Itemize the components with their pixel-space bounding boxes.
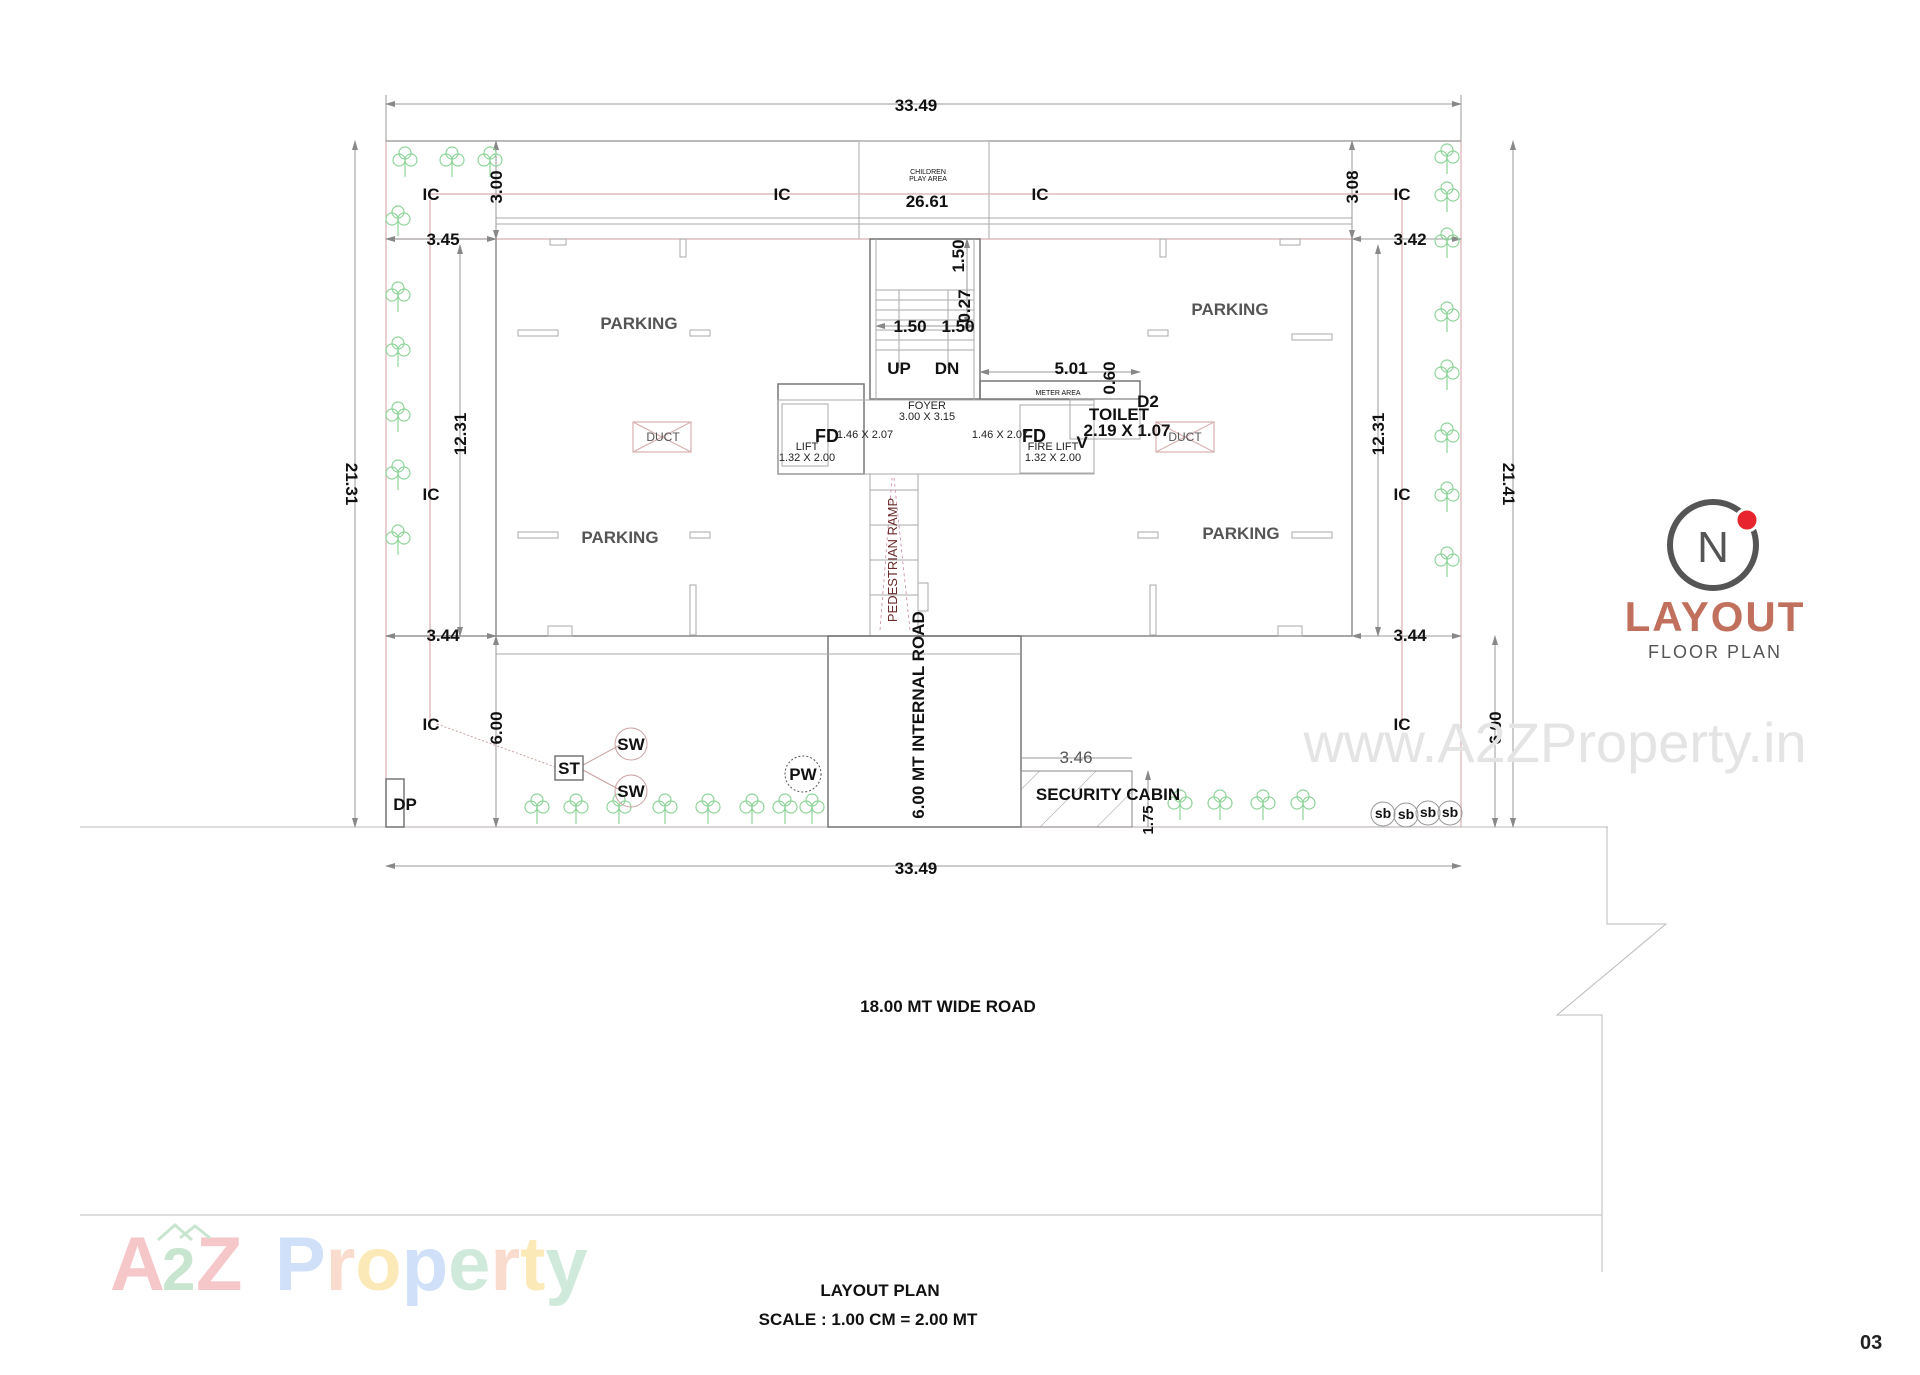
lift-size: 1.32 X 2.00 bbox=[779, 452, 835, 464]
foyer-size: 3.00 X 3.15 bbox=[899, 411, 955, 423]
logo-property: Property bbox=[275, 1222, 588, 1307]
parking-bottom-left: PARKING bbox=[581, 528, 658, 547]
dim-top-right-setback: 3.08 bbox=[1343, 170, 1362, 203]
plan-scale: SCALE : 1.00 CM = 2.00 MT bbox=[759, 1310, 978, 1329]
lift-label: LIFT bbox=[796, 441, 819, 453]
dp-marker: DP bbox=[393, 795, 417, 814]
dim-play-area-width: 26.61 bbox=[906, 192, 949, 211]
ic-marker: IC bbox=[423, 185, 440, 204]
north-dot-icon bbox=[1734, 507, 1760, 533]
internal-road-label: 6.00 MT INTERNAL ROAD bbox=[909, 611, 928, 819]
dim-building-depth-right: 12.31 bbox=[1369, 413, 1388, 456]
logo-z: Z bbox=[196, 1222, 242, 1307]
ic-marker: IC bbox=[1394, 185, 1411, 204]
dimension-lines bbox=[352, 95, 1516, 869]
ic-marker: IC bbox=[423, 715, 440, 734]
pedestrian-ramp-label: PEDESTRIAN RAMP bbox=[885, 498, 900, 622]
fire-lift-label: FIRE LIFT bbox=[1028, 441, 1079, 453]
dim-front-setback-right: 6.00 bbox=[1486, 711, 1505, 744]
dim-top-left-setback: 3.00 bbox=[487, 170, 506, 203]
dim-right-side-top: 3.42 bbox=[1393, 230, 1426, 249]
ic-marker: IC bbox=[1032, 185, 1049, 204]
children-play-area: CHILDREN PLAY AREA bbox=[430, 140, 1402, 240]
stair-up: UP bbox=[887, 359, 911, 378]
heading-block: LAYOUT FLOOR PLAN bbox=[1600, 596, 1830, 663]
toilet-size: 2.19 X 1.07 bbox=[1084, 421, 1171, 440]
toilet-label: TOILET bbox=[1089, 405, 1150, 424]
dim-meter-width: 5.01 bbox=[1054, 359, 1087, 378]
heading-title: LAYOUT bbox=[1624, 593, 1806, 640]
north-compass: N bbox=[1667, 499, 1760, 591]
ventilator-v: V bbox=[1076, 433, 1088, 452]
meter-area-label: METER AREA bbox=[1035, 390, 1080, 397]
security-cabin-label: SECURITY CABIN bbox=[1036, 785, 1180, 804]
dim-front-setback-left: 6.00 bbox=[487, 711, 506, 744]
dim-stair-top: 1.50 bbox=[949, 239, 968, 272]
fire-door-left: FD bbox=[815, 426, 839, 446]
sb-marker: sb bbox=[1398, 806, 1414, 822]
dim-stair-mid: 0.27 bbox=[955, 289, 974, 322]
internal-road bbox=[827, 635, 1022, 828]
logo-a: A bbox=[110, 1222, 165, 1307]
dim-right-height: 21.41 bbox=[1499, 463, 1518, 506]
duct-left-label: DUCT bbox=[646, 430, 680, 444]
heading-subtitle: FLOOR PLAN bbox=[1647, 642, 1783, 662]
road-label: 18.00 MT WIDE ROAD bbox=[860, 997, 1036, 1016]
sb-marker: sb bbox=[1375, 805, 1391, 821]
soak-well-1: SW bbox=[617, 735, 645, 754]
stair-down: DN bbox=[935, 359, 960, 378]
ic-marker: IC bbox=[774, 185, 791, 204]
dim-security-depth: 1.75 bbox=[1140, 805, 1157, 834]
parking-top-right: PARKING bbox=[1191, 300, 1268, 319]
logo-2: 2 bbox=[162, 1236, 195, 1303]
ic-marker: IC bbox=[1394, 715, 1411, 734]
plan-title: LAYOUT PLAN bbox=[820, 1281, 939, 1300]
fire-lift-size: 1.32 X 2.00 bbox=[1025, 452, 1081, 464]
play-area-label-1: CHILDREN bbox=[910, 169, 946, 176]
dp-box bbox=[385, 778, 405, 828]
dim-stair-w1: 1.50 bbox=[893, 317, 926, 336]
building-core bbox=[777, 238, 1141, 637]
page-number: 03 bbox=[1860, 1332, 1883, 1354]
duct-right-label: DUCT bbox=[1168, 430, 1202, 444]
symbol-circles bbox=[554, 727, 1463, 828]
dim-top-width: 33.49 bbox=[895, 96, 938, 115]
soak-well-2: SW bbox=[617, 782, 645, 801]
dim-security-width: 3.46 bbox=[1059, 748, 1092, 767]
watermark-url: www.A2ZProperty.in bbox=[1302, 711, 1806, 774]
sb-marker: sb bbox=[1442, 804, 1458, 820]
duct-left bbox=[632, 421, 692, 453]
dim-left-height: 21.31 bbox=[342, 463, 361, 506]
pw-marker: PW bbox=[789, 765, 817, 784]
parking-top-left: PARKING bbox=[600, 314, 677, 333]
septic-tank: ST bbox=[558, 759, 580, 778]
logo-house-icon bbox=[157, 1222, 211, 1242]
road-edges bbox=[80, 826, 1668, 1272]
security-cabin bbox=[1020, 770, 1133, 828]
dim-right-side-bottom: 3.44 bbox=[1393, 626, 1427, 645]
fire-door-right: FD bbox=[1022, 426, 1046, 446]
dim-left-side-bottom: 3.44 bbox=[426, 626, 460, 645]
dim-building-depth-left: 12.31 bbox=[451, 413, 470, 456]
foyer-label: FOYER bbox=[908, 400, 946, 412]
lobby-right-size: 1.46 X 2.07 bbox=[972, 429, 1028, 441]
dim-left-side-top: 3.45 bbox=[426, 230, 459, 249]
ic-marker: IC bbox=[1394, 485, 1411, 504]
duct-right bbox=[1155, 421, 1215, 453]
watermark-logo: A 2 Z Property bbox=[110, 1222, 588, 1307]
dim-bottom-width: 33.49 bbox=[895, 859, 938, 878]
sb-marker: sb bbox=[1420, 804, 1436, 820]
door-d2: D2 bbox=[1137, 392, 1159, 411]
lobby-left-size: 1.46 X 2.07 bbox=[837, 429, 893, 441]
dim-meter-depth: 0.60 bbox=[1100, 361, 1119, 394]
north-letter: N bbox=[1697, 523, 1729, 572]
dim-stair-w2: 1.50 bbox=[941, 317, 974, 336]
parking-bottom-right: PARKING bbox=[1202, 524, 1279, 543]
play-area-label-2: PLAY AREA bbox=[909, 176, 947, 183]
ic-marker: IC bbox=[423, 485, 440, 504]
